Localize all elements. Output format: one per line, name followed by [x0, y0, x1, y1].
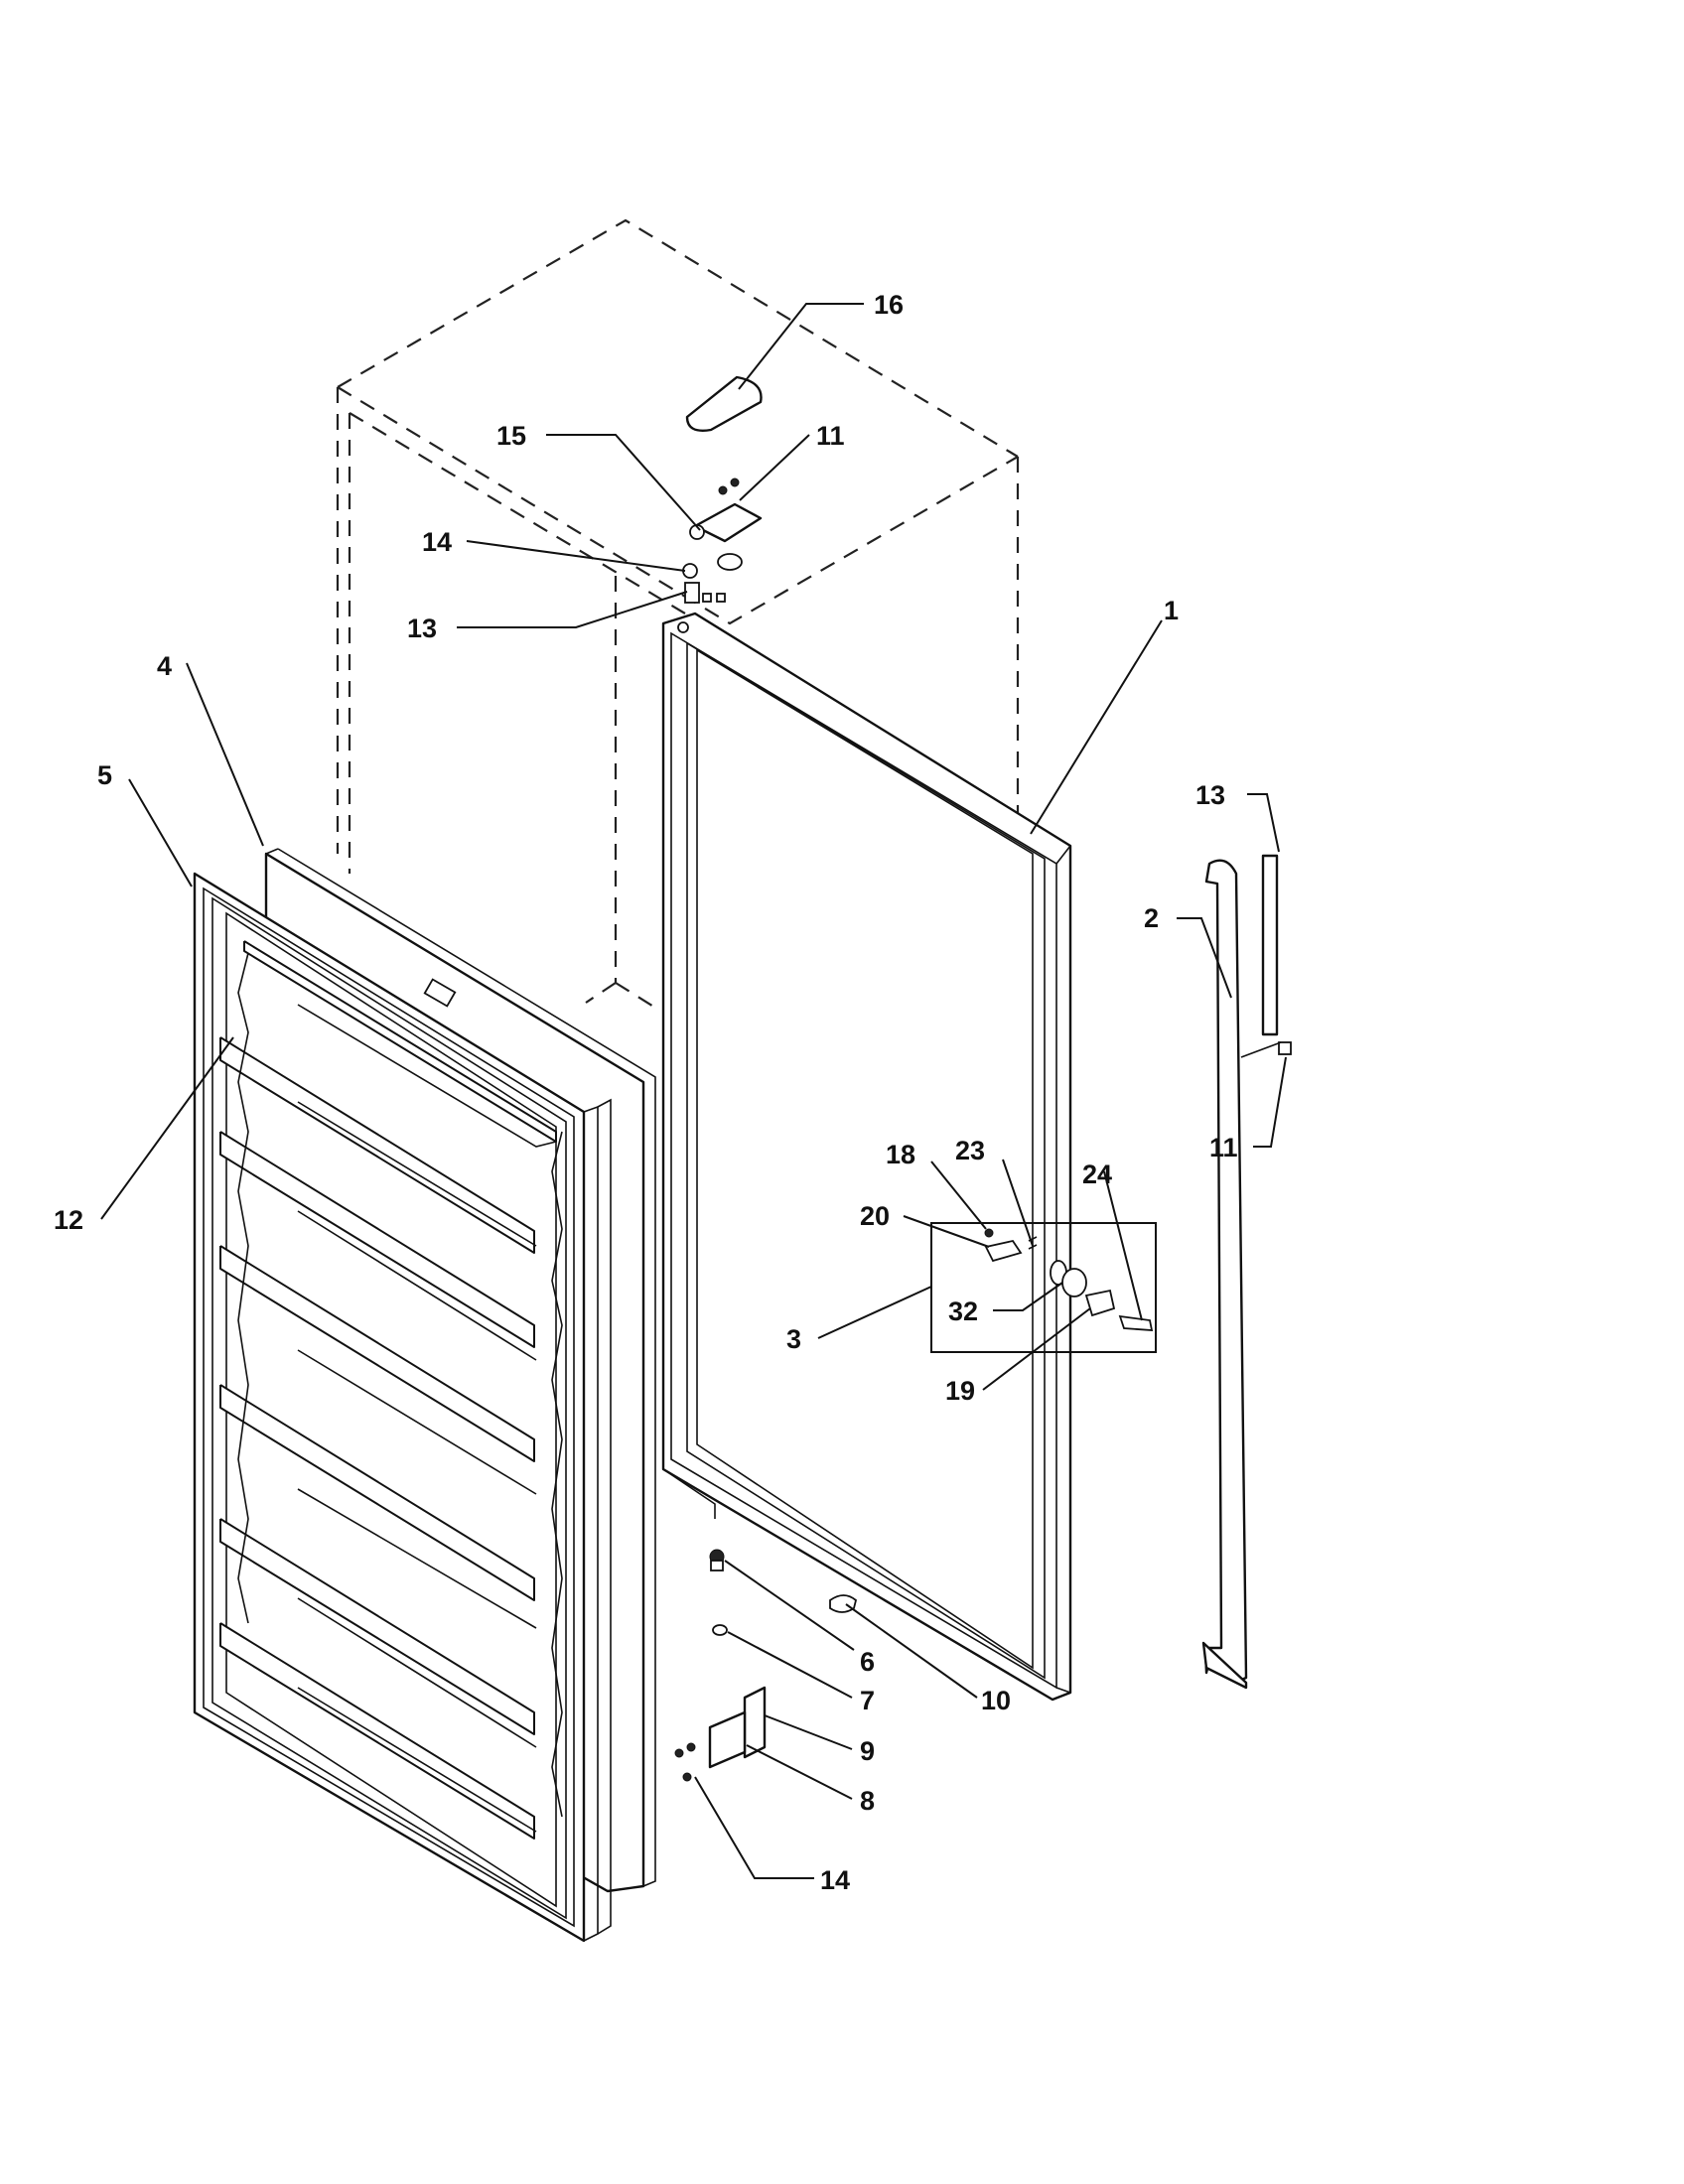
callout-13-top: 13: [407, 614, 437, 643]
door-panel: [661, 612, 1072, 1702]
cabinet-outline: [336, 218, 1020, 1009]
callout-19: 19: [945, 1376, 975, 1406]
callout-8: 8: [860, 1786, 875, 1816]
callout-7: 7: [860, 1686, 875, 1715]
callout-labels: 16 15 11 14 13 1 4 5 13 2 11 12 23 18 24…: [54, 290, 1238, 1895]
callout-3: 3: [786, 1324, 801, 1354]
callout-16: 16: [874, 290, 904, 320]
leader-lines: [100, 303, 1287, 1879]
callout-1: 1: [1164, 596, 1179, 625]
callout-18: 18: [886, 1140, 915, 1169]
callout-32: 32: [948, 1297, 978, 1326]
callout-11-top: 11: [816, 421, 845, 451]
callout-15: 15: [496, 421, 526, 451]
callout-6: 6: [860, 1647, 875, 1677]
callout-11-right: 11: [1209, 1133, 1238, 1162]
callout-13-right: 13: [1195, 780, 1225, 810]
callout-12: 12: [54, 1205, 83, 1235]
callout-14-bottom: 14: [820, 1865, 850, 1895]
callout-14-top: 14: [422, 527, 452, 557]
door-handle: [1201, 854, 1292, 1690]
callout-24: 24: [1082, 1160, 1112, 1189]
callout-20: 20: [860, 1201, 890, 1231]
callout-4: 4: [157, 651, 172, 681]
callout-5: 5: [97, 760, 112, 790]
top-hinge-parts: [682, 375, 763, 604]
door-with-shelves: [193, 848, 656, 1943]
callout-10: 10: [981, 1686, 1011, 1715]
bottom-hinge-parts: [674, 1549, 858, 1782]
callout-2: 2: [1144, 903, 1159, 933]
door-shelves: [219, 940, 563, 1840]
callout-23: 23: [955, 1136, 985, 1165]
callout-9: 9: [860, 1736, 875, 1766]
